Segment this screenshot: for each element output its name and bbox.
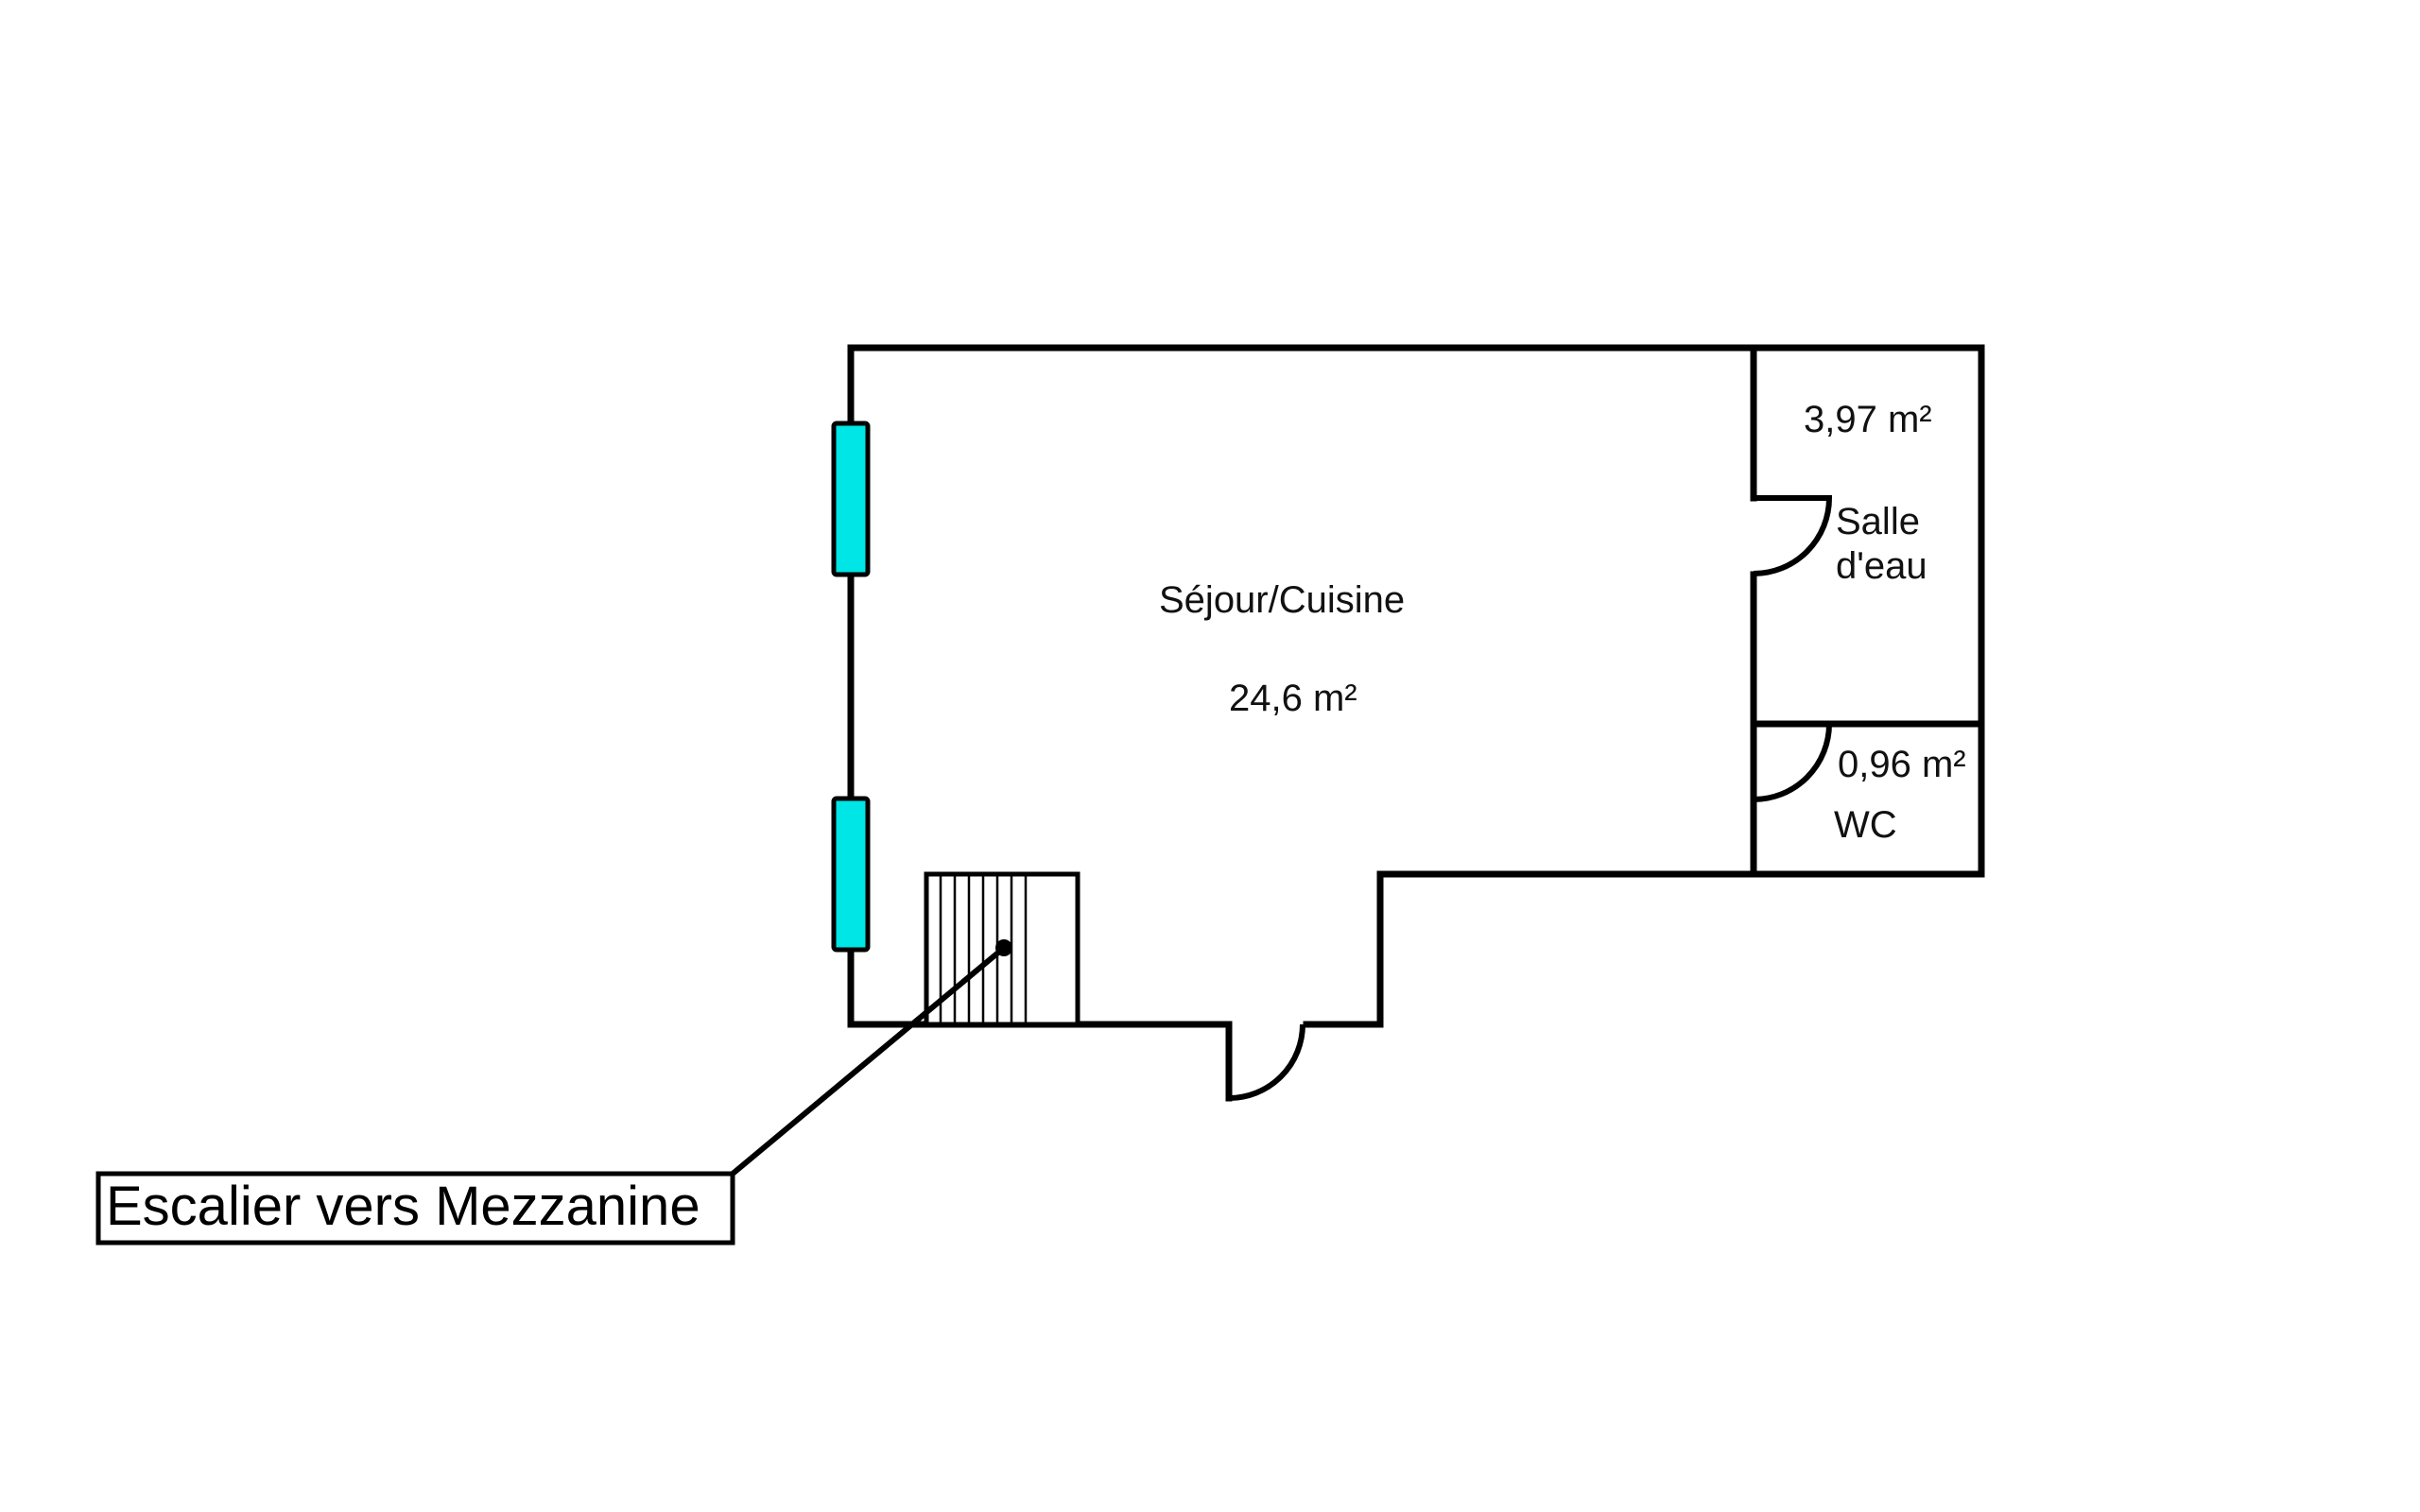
room-name-wc: WC — [1834, 804, 1897, 846]
room-area-salle-eau: 3,97 m² — [1804, 399, 1932, 440]
callout-dot — [995, 939, 1012, 956]
door-salle-eau — [1753, 494, 1833, 576]
window-bottom — [831, 796, 871, 953]
callout-label: Escalier vers Mezzanine — [106, 1176, 700, 1237]
door-wc — [1750, 723, 1832, 878]
room-name-salle-eau-line2: d'eau — [1836, 545, 1927, 587]
door-entrance — [1225, 1021, 1305, 1102]
room-area-sejour: 24,6 m² — [1229, 678, 1357, 719]
room-area-wc: 0,96 m² — [1838, 744, 1966, 785]
stairs — [924, 871, 1080, 1027]
callout-leader-line — [731, 945, 1006, 1177]
room-name-sejour: Séjour/Cuisine — [1159, 579, 1405, 621]
room-name-salle-eau-line1: Salle — [1836, 501, 1920, 542]
callout-box — [95, 1171, 735, 1246]
window-top — [831, 421, 871, 577]
